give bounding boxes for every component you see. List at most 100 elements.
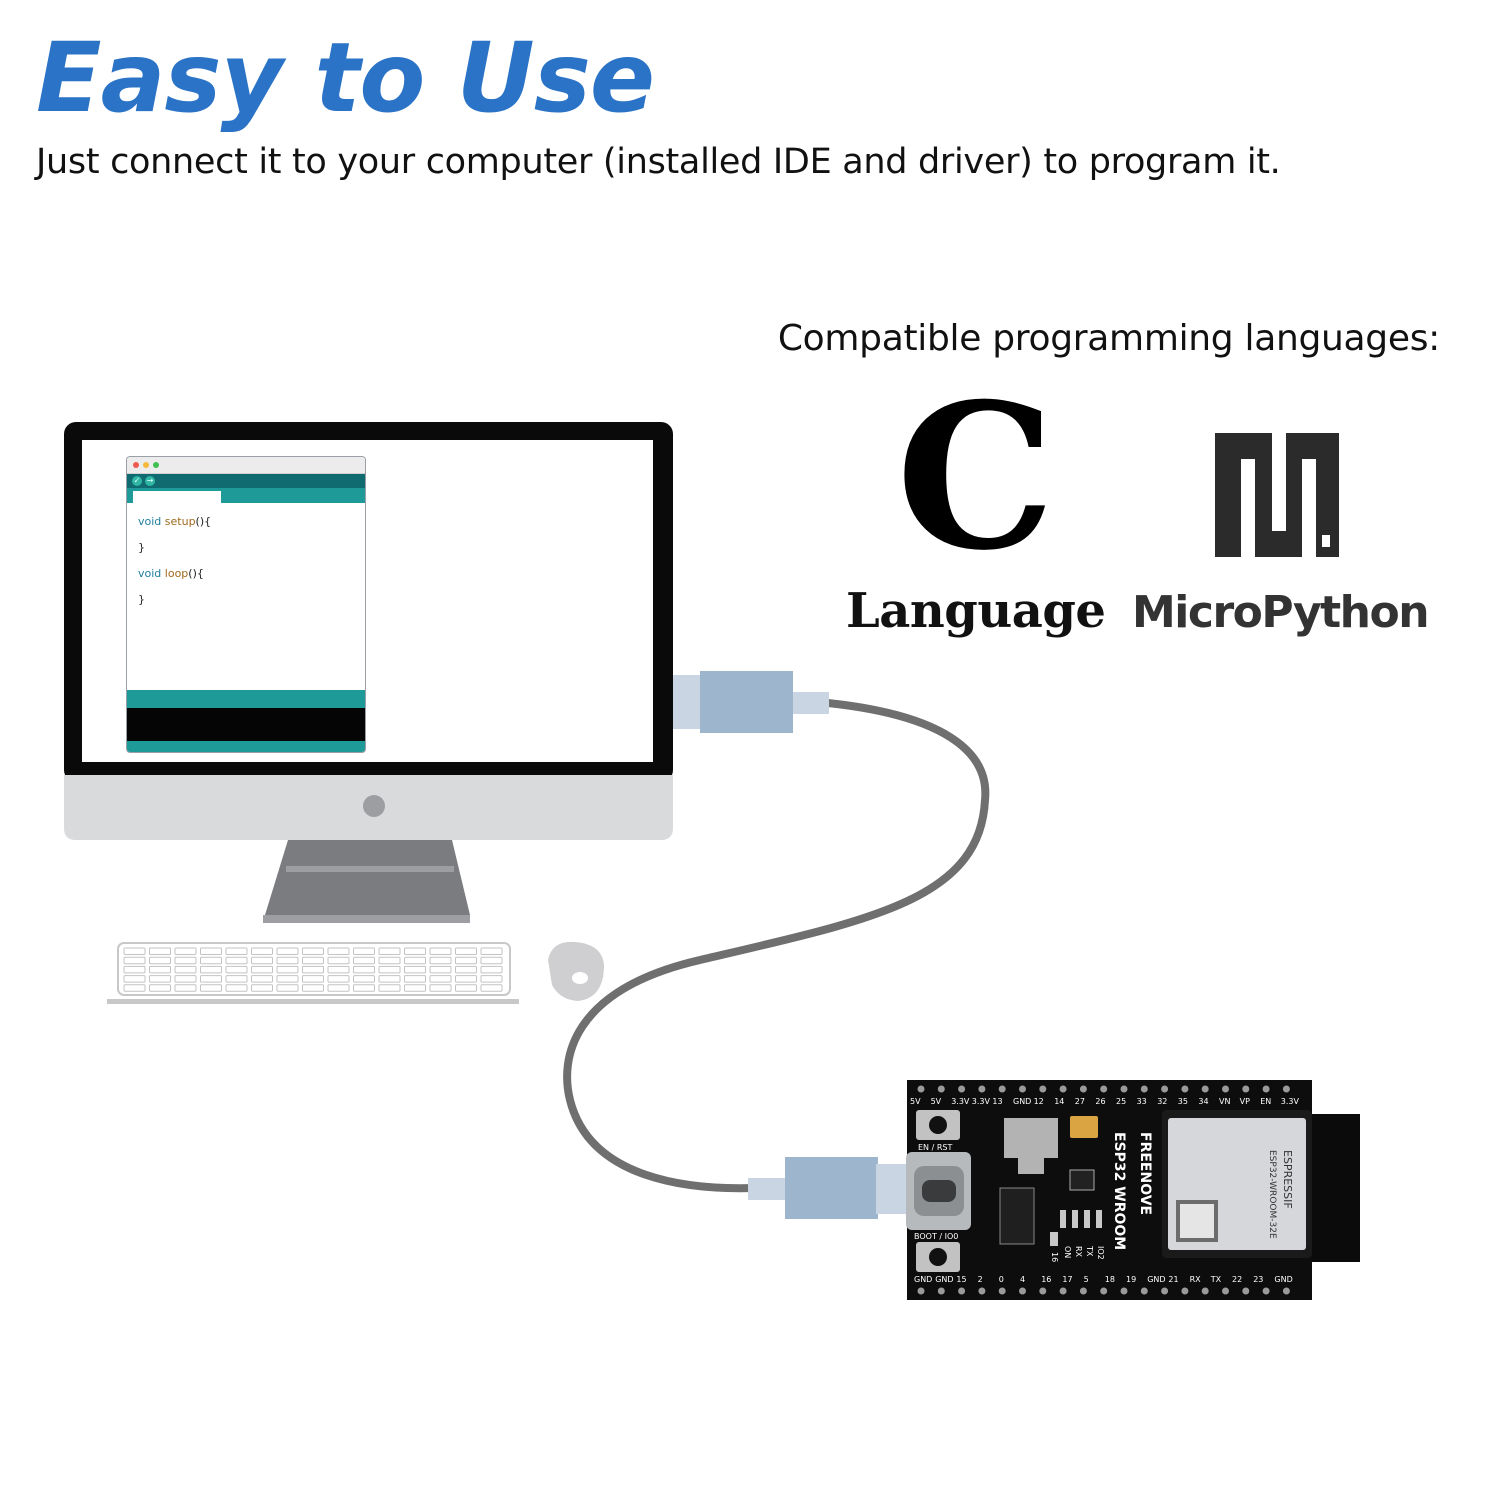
ide-tab-bar <box>127 488 365 503</box>
top-pin-label: 5V <box>910 1097 921 1106</box>
keyboard-key <box>276 975 299 983</box>
bottom-pin-label: GND <box>1147 1275 1165 1284</box>
top-pin-label: GND <box>1013 1097 1031 1106</box>
keyboard-key <box>123 984 146 992</box>
keyboard-key <box>327 975 350 983</box>
keyboard-key <box>404 947 426 955</box>
pin-hole <box>1019 1085 1026 1093</box>
keyboard-key <box>251 975 273 983</box>
keyboard-key <box>174 984 197 992</box>
pin-hole <box>1140 1287 1148 1295</box>
code-line: void setup(){ <box>138 509 365 535</box>
bottom-pin-label: 2 <box>978 1275 983 1284</box>
top-pin-label: VP <box>1240 1097 1250 1106</box>
keyboard-key <box>200 947 222 955</box>
keyboard-key <box>149 984 171 992</box>
keyboard-key <box>200 975 222 983</box>
bottom-pin-label: 18 <box>1105 1275 1115 1284</box>
keyboard-key <box>353 965 375 974</box>
keyboard-key <box>480 965 503 974</box>
pin-hole <box>1222 1085 1229 1093</box>
keyboard-key <box>276 947 299 955</box>
led-pin-label: 16 <box>1050 1252 1059 1262</box>
maximize-dot-icon <box>153 462 159 468</box>
keyboard-key <box>378 965 401 974</box>
ide-window: ✓ → void setup(){ } void loop(){ } <box>126 456 366 753</box>
module-brand: ESPRESSIF <box>1281 1150 1294 1209</box>
bottom-pin-label: 0 <box>999 1275 1004 1284</box>
keyboard-key <box>455 975 477 983</box>
keyboard-key <box>302 975 324 983</box>
ide-toolbar: ✓ → <box>127 474 365 488</box>
bottom-pin-label: GND <box>935 1275 953 1284</box>
pin-hole <box>1140 1085 1148 1093</box>
bottom-pin-label: GND <box>914 1275 932 1284</box>
keyboard-key <box>404 965 426 974</box>
module-model: ESP32-WROOM-32E <box>1267 1150 1277 1239</box>
ide-console <box>127 708 365 741</box>
code-rest: (){ <box>195 515 212 528</box>
pin-hole <box>1079 1085 1087 1093</box>
subline: Just connect it to your computer (instal… <box>36 142 1281 182</box>
keyboard-key <box>225 965 248 974</box>
upload-icon: → <box>145 476 155 486</box>
keyboard-key <box>302 956 324 965</box>
top-pin-label: 33 <box>1137 1097 1147 1106</box>
pin-hole <box>1181 1287 1189 1295</box>
keyboard-key <box>149 975 171 983</box>
keyboard-key <box>225 956 248 965</box>
ide-titlebar <box>127 457 365 474</box>
pin-hole <box>1039 1085 1047 1093</box>
pin-hole <box>1201 1085 1209 1093</box>
c-language-label: Language <box>846 583 1106 639</box>
keyboard-key <box>353 975 375 983</box>
top-pin-label: 35 <box>1178 1097 1188 1106</box>
top-pin-label: 12 <box>1034 1097 1044 1106</box>
keyboard-key <box>225 984 248 992</box>
pin-hole <box>1079 1287 1087 1295</box>
led-label: ON <box>1063 1246 1072 1258</box>
pin-hole <box>1019 1287 1026 1295</box>
bottom-pin-label: 15 <box>956 1275 966 1284</box>
micropython-label: MicroPython <box>1132 587 1430 638</box>
code-function-name: setup <box>164 515 196 528</box>
keyboard-key <box>404 975 426 983</box>
headline: Easy to Use <box>36 22 655 134</box>
bottom-pin-label: 22 <box>1232 1275 1242 1284</box>
keyboard-key <box>174 965 197 974</box>
keyboard-key <box>404 956 426 965</box>
bottom-pin-label: RX <box>1190 1275 1202 1284</box>
mouse <box>548 941 604 1001</box>
pin-hole <box>1242 1085 1250 1093</box>
ide-footer-bar <box>127 741 365 752</box>
pin-hole <box>917 1287 925 1295</box>
board-title-line1: FREENOVE <box>1137 1132 1153 1215</box>
top-pin-label: 32 <box>1157 1097 1167 1106</box>
led-label: RX <box>1074 1246 1083 1258</box>
led-label: TX <box>1085 1245 1094 1257</box>
keyboard-key <box>429 947 452 955</box>
pin-hole <box>1242 1287 1250 1295</box>
bottom-pin-label: TX <box>1210 1275 1222 1284</box>
pin-hole <box>937 1287 945 1295</box>
code-rest: (){ <box>188 567 204 580</box>
keyboard-key <box>455 984 477 992</box>
keyboard-key <box>276 965 299 974</box>
keyboard-key <box>480 975 503 983</box>
close-dot-icon <box>133 462 139 468</box>
keyboard <box>107 942 519 1004</box>
pin-hole <box>1222 1287 1229 1295</box>
keyboard-key <box>353 947 375 955</box>
pin-hole <box>1161 1085 1169 1093</box>
code-rest: } <box>138 593 145 606</box>
keyboard-key <box>455 956 477 965</box>
led-label: IO2 <box>1096 1246 1105 1260</box>
keyboard-key <box>149 956 171 965</box>
keyboard-key <box>455 965 477 974</box>
keyboard-key <box>123 965 146 974</box>
code-function-name: loop <box>164 567 189 580</box>
pin-hole <box>1120 1287 1128 1295</box>
keyboard-key <box>123 956 146 965</box>
pin-hole <box>1100 1085 1108 1093</box>
pin-hole <box>978 1085 986 1093</box>
